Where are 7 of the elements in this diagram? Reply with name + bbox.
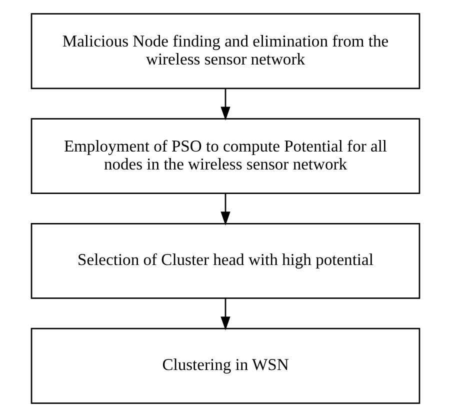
arrow [220, 194, 230, 226]
arrow [220, 88, 230, 121]
node-box: Employment of PSO to compute Potential for all nodes in the wireless sensor network [30, 118, 420, 194]
node-box: Clustering in WSN [30, 328, 420, 404]
arrow [220, 298, 230, 330]
node-box: Selection of Cluster head with high potential [30, 223, 420, 299]
node-box: Malicious Node finding and elimination from the wireless sensor network [30, 13, 420, 90]
